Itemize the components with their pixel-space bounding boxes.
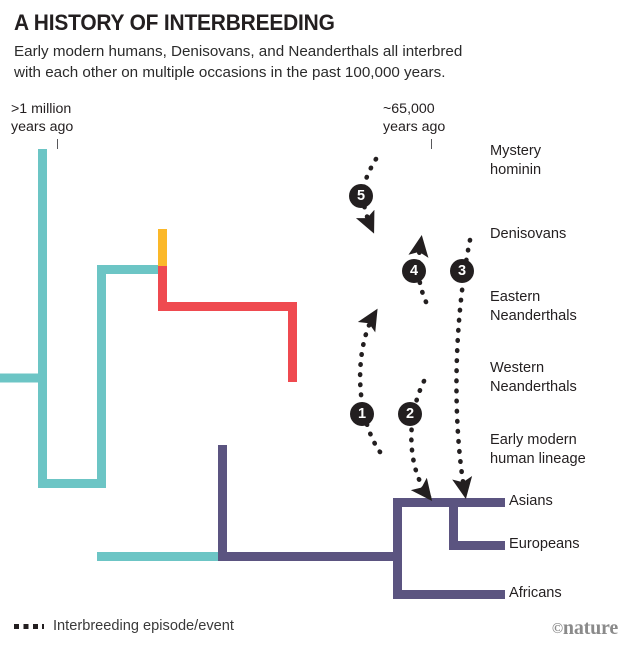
tree-branches-teal (0, 149, 480, 561)
timeline-tick-left (57, 139, 58, 149)
timeline-tick-right (431, 139, 432, 149)
lineage-label-line-1: Africans (509, 585, 562, 601)
lineage-label-eastern-neanderthals: Eastern Neanderthals (490, 288, 577, 325)
lineage-label-line-1: Asians (509, 493, 553, 509)
page-title: A HISTORY OF INTERBREEDING (14, 10, 335, 35)
copyright-icon: © (551, 621, 563, 637)
lineage-label-europeans: Europeans (509, 535, 580, 554)
timeline-right-line-2: years ago (383, 119, 446, 135)
legend-label: Interbreeding episode/event (53, 618, 234, 634)
lineage-label-line-1: Western (490, 360, 545, 376)
subtitle-line-2: with each other on multiple occasions in… (14, 63, 446, 81)
event-badge-3[interactable]: 3 (450, 259, 474, 283)
lineage-label-denisovans: Denisovans (490, 225, 566, 244)
lineage-label-line-2: Neanderthals (490, 307, 577, 324)
timeline-label-right: ~65,000 years ago (383, 100, 445, 136)
timeline-left-line-2: years ago (11, 119, 74, 135)
event-badge-5[interactable]: 5 (349, 184, 373, 208)
page-subtitle: Early modern humans, Denisovans, and Nea… (14, 42, 614, 83)
tree-branches-archaic (158, 229, 480, 382)
lineage-label-line-1: Early modern (490, 432, 577, 448)
subtitle-line-1: Early modern humans, Denisovans, and Nea… (14, 43, 463, 60)
lineage-label-mystery-hominin: Mystery hominin (490, 142, 541, 179)
interbreeding-arrow-2 (409, 378, 433, 501)
nature-wordmark: nature (562, 617, 618, 639)
lineage-label-asians: Asians (509, 492, 553, 511)
timeline-left-line-1: >1 million (11, 101, 72, 117)
nature-credit: ©nature (552, 617, 618, 640)
lineage-label-africans: Africans (509, 584, 562, 603)
lineage-label-line-2: Neanderthals (490, 378, 577, 395)
lineage-label-line-1: Europeans (509, 536, 580, 552)
interbreeding-arrow-1 (357, 308, 383, 455)
lineage-label-line-2: hominin (490, 161, 542, 178)
lineage-label-line-1: Denisovans (490, 226, 567, 242)
event-badge-2[interactable]: 2 (398, 402, 422, 426)
lineage-label-line-1: Mystery (490, 143, 542, 159)
timeline-label-left: >1 million years ago (11, 100, 73, 136)
lineage-label-western-neanderthals: Western Neanderthals (490, 359, 577, 396)
event-badge-1[interactable]: 1 (350, 402, 374, 426)
tree-branches-human (218, 445, 505, 599)
legend: Interbreeding episode/event (14, 618, 234, 634)
lineage-label-line-1: Eastern (490, 289, 541, 305)
timeline-right-line-1: ~65,000 (383, 101, 435, 117)
event-badge-4[interactable]: 4 (402, 259, 426, 283)
lineage-label-line-2: human lineage (490, 450, 586, 467)
dashed-line-icon (14, 623, 44, 629)
lineage-label-early-modern-human: Early modern human lineage (490, 431, 586, 468)
